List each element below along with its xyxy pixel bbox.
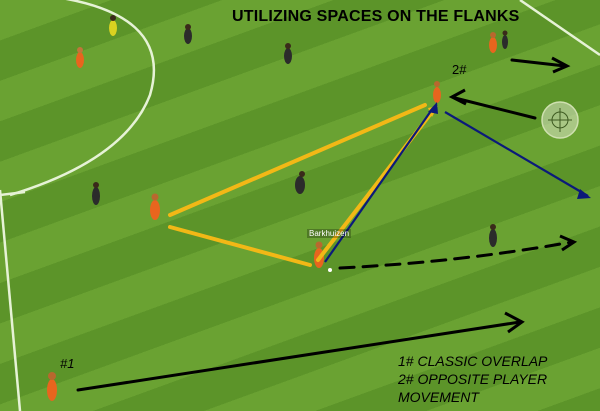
player-2-label: 2# <box>452 62 467 77</box>
legend-line: MOVEMENT <box>398 389 479 405</box>
player-marker-orange <box>150 193 160 220</box>
arrowhead-bottom <box>504 311 525 334</box>
legend: 1# CLASSIC OVERLAP 2# OPPOSITE PLAYER MO… <box>398 352 598 406</box>
arrow-dashed <box>338 240 574 270</box>
box-line <box>0 190 26 197</box>
arrow-back <box>453 96 537 120</box>
player-marker-dark <box>284 43 292 64</box>
orange-team <box>47 32 497 401</box>
blue-arrowhead-right <box>577 189 591 199</box>
player-marker-orange <box>76 47 84 68</box>
arrow-top-right <box>510 58 567 68</box>
legend-line: 1# CLASSIC OVERLAP <box>398 353 548 369</box>
player-marker-goalkeeper <box>109 15 117 36</box>
player-1-label: #1 <box>60 356 75 371</box>
player-marker-dark <box>489 224 497 247</box>
player-marker-dark <box>502 30 508 49</box>
blue-run-right <box>444 111 589 197</box>
right-corner-line <box>519 0 600 57</box>
player-marker-dark <box>184 24 192 44</box>
arrowhead-back <box>448 88 467 106</box>
compass-icon <box>541 101 579 139</box>
legend-line: 2# OPPOSITE PLAYER <box>398 371 548 387</box>
player-marker-orange <box>433 81 441 103</box>
blue-run-up <box>324 107 434 263</box>
pass-line-top <box>168 103 427 217</box>
dark-team <box>92 15 508 247</box>
player-marker-dark <box>295 171 305 194</box>
ball <box>328 268 332 272</box>
centre-circle-arc <box>9 0 156 197</box>
player-marker-orange <box>489 32 497 53</box>
movement-arrows <box>76 58 574 392</box>
arrowhead-top-right <box>551 56 571 74</box>
blue-runs <box>324 107 589 263</box>
player-name-label: Barkhuizen <box>307 229 352 238</box>
player-marker-orange <box>47 372 57 401</box>
diagram-title: UTILIZING SPACES ON THE FLANKS <box>232 8 520 25</box>
blue-arrowhead-up <box>428 102 438 114</box>
arrow-bottom <box>76 320 522 392</box>
touchline <box>0 189 22 411</box>
player-marker-dark <box>92 182 100 205</box>
pass-line-bottom <box>168 225 312 267</box>
arrowhead-dashed <box>559 234 578 252</box>
